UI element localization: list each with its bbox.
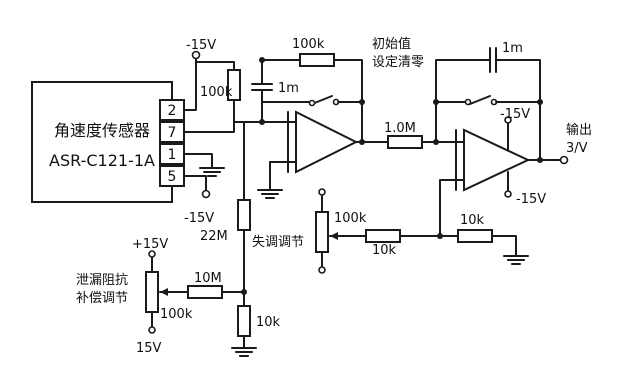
label-leakage-1: 泄漏阻抗 <box>76 272 128 288</box>
resistor-1-0m <box>387 135 423 149</box>
ground-symbol-sensor <box>199 167 225 177</box>
label-1m-left: 1m <box>278 81 299 96</box>
ground-symbol-bottom <box>231 347 257 357</box>
opamp-1 <box>295 110 359 174</box>
pin-5-label: 5 <box>168 169 177 185</box>
pin5-terminal <box>201 189 211 199</box>
sensor-block: 角速度传感器 ASR-C121-1A 2 7 1 5 <box>31 81 185 203</box>
sensor-wiring <box>183 50 235 199</box>
resistor-10k-bottom <box>237 305 251 337</box>
resistor-10m <box>187 285 223 299</box>
pin-1-label: 1 <box>168 147 177 163</box>
label-output-scale: 3/V <box>566 141 588 156</box>
label-10m: 10M <box>194 271 222 286</box>
label-leakage-2: 补偿调节 <box>76 291 128 306</box>
label-10k-right: 10k <box>460 213 485 228</box>
label-1m-right: 1m <box>502 41 523 56</box>
sensor-body <box>31 81 173 203</box>
resistor-10k-right <box>457 229 493 243</box>
label-neg15-op2-bottom: -15V <box>516 192 546 207</box>
output-terminal <box>559 155 569 165</box>
resistor-100k-top <box>299 53 335 67</box>
label-neg15-op2-top: -15V <box>500 107 530 122</box>
label-100k-leakage: 100k <box>160 307 193 322</box>
label-offset-adjust: 失调调节 <box>252 235 304 250</box>
opamp-2 <box>463 128 531 192</box>
label-output: 输出 <box>566 122 592 138</box>
label-100k-top: 100k <box>292 37 325 52</box>
sensor-model: ASR-C121-1A <box>49 151 155 170</box>
label-neg15-mid: -15V <box>184 211 214 226</box>
label-pos15: +15V <box>132 237 168 252</box>
label-10k-bottom: 10k <box>256 315 281 330</box>
pin-2-label: 2 <box>168 103 177 119</box>
sensor-name: 角速度传感器 <box>54 121 150 140</box>
label-1-0m: 1.0M <box>384 121 416 136</box>
label-100k-offset: 100k <box>334 211 367 226</box>
pot-100k-leakage <box>145 271 159 313</box>
label-100k-vertical: 100k <box>200 85 233 100</box>
label-clear: 设定清零 <box>372 55 424 70</box>
label-neg15-top: -15V <box>186 38 216 53</box>
label-15v-bottom: 15V <box>136 341 162 356</box>
resistor-22m <box>237 199 251 231</box>
label-10k-mid: 10k <box>372 243 397 258</box>
resistor-10k-mid <box>365 229 401 243</box>
neg15-top-terminal <box>191 50 201 60</box>
pot-100k-offset <box>315 211 329 253</box>
pin-7-label: 7 <box>168 125 177 141</box>
label-22m: 22M <box>200 229 228 244</box>
ground-symbol-opamp1 <box>257 189 283 199</box>
ground-symbol-right <box>503 255 529 265</box>
label-initial-value: 初始值 <box>372 36 411 52</box>
